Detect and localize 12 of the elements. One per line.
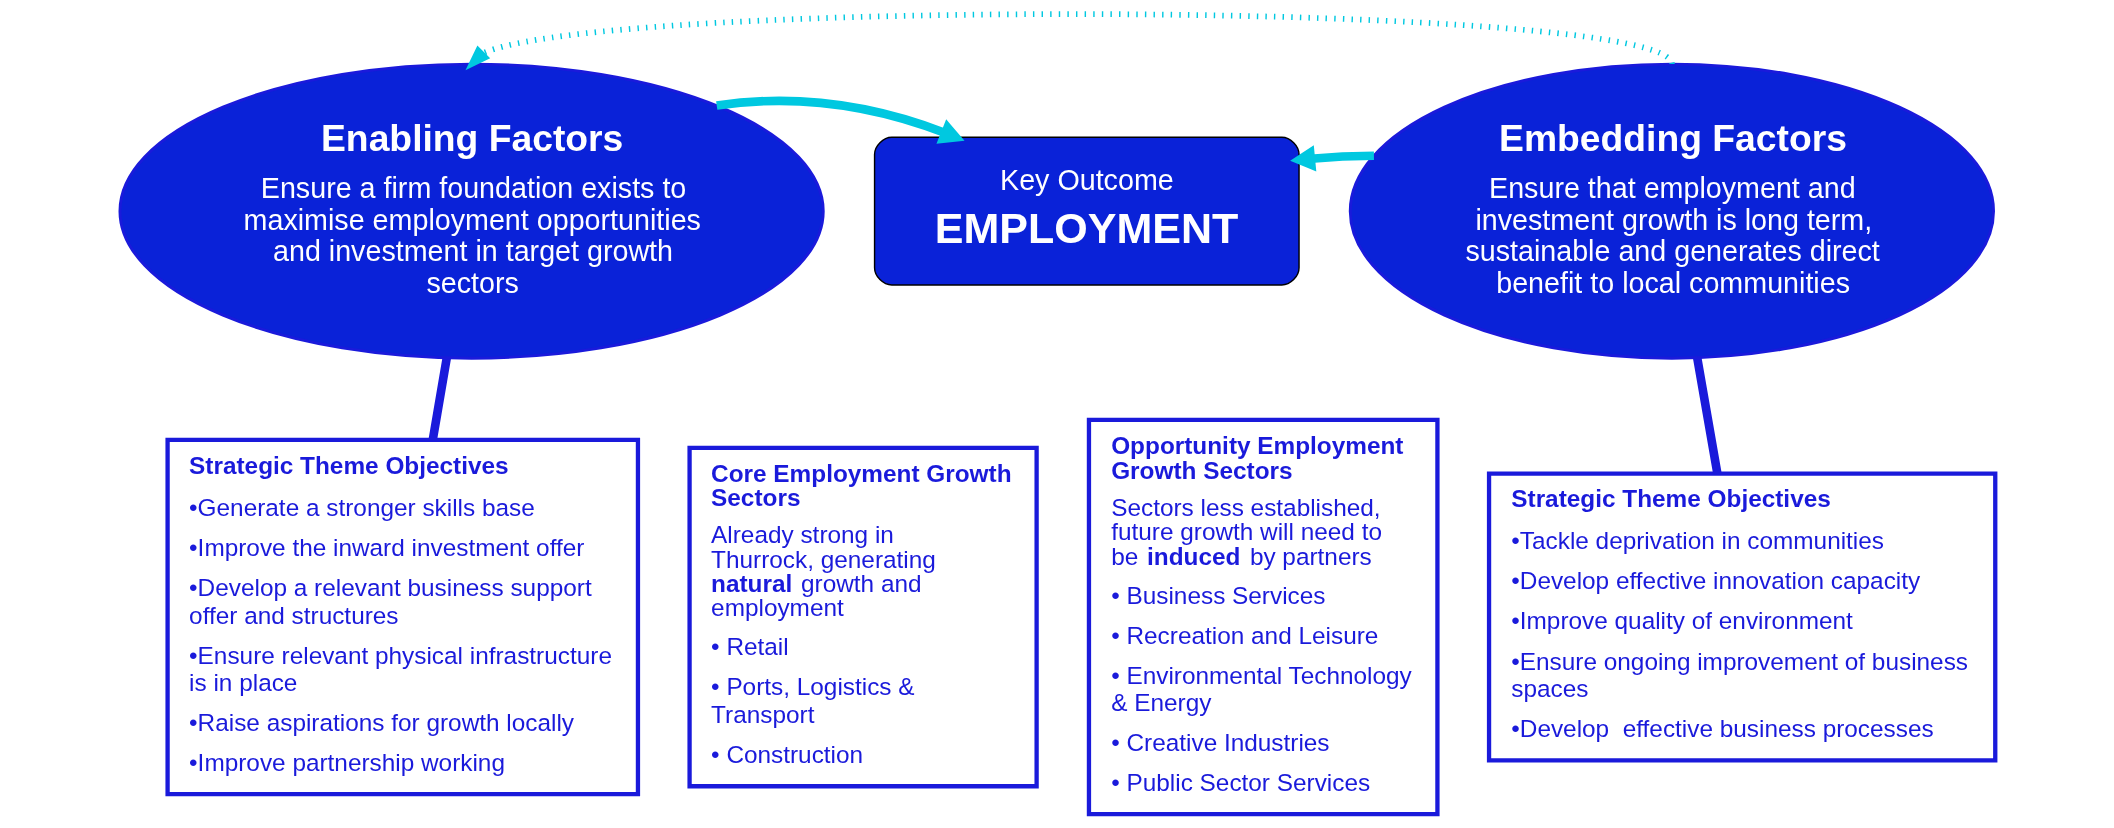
connector bbox=[1692, 357, 1722, 474]
node-box: Strategic Theme Objectives •Tackle deprivation in communities •Develop effective innovation capacity •Improve quality of environment •Ensure ongoing improvement of business spaces •Develop effective business processes bbox=[1486, 471, 1997, 763]
node-box: Strategic Theme Objectives •Generate a stronger skills base •Improve the inward investment offer •Develop a relevant business support offer and structures •Ensure relevant physical infrastructure is in place •Raise aspirations for growth locally •Improve partnership working bbox=[164, 437, 640, 797]
connector bbox=[428, 357, 451, 441]
arrow bbox=[715, 96, 965, 144]
node-ellipse: Enabling Factors Ensure a firm foundation exists to maximise employment opportunities and investment in target growth sectors bbox=[118, 62, 825, 360]
node-ellipse: Embedding Factors Ensure that employment and investment growth is long term, sustainable and generates direct benefit to local communities bbox=[1348, 62, 1995, 360]
arrow bbox=[1289, 145, 1374, 172]
arrow bbox=[464, 11, 1673, 71]
node-box: Opportunity Employment Growth Sectors Sectors less established, future growth will need to be induced by partners • Business Services • Recreation and Leisure • Environmental Technology & Energy • Creative Industries • Public Sector Services bbox=[1086, 417, 1440, 817]
node-box: Key Outcome EMPLOYMENT bbox=[873, 136, 1300, 286]
node-box: Core Employment Growth Sectors Already strong in Thurrock, generating natural growth and employment • Retail • Ports, Logistics & Transport • Construction bbox=[686, 445, 1039, 789]
